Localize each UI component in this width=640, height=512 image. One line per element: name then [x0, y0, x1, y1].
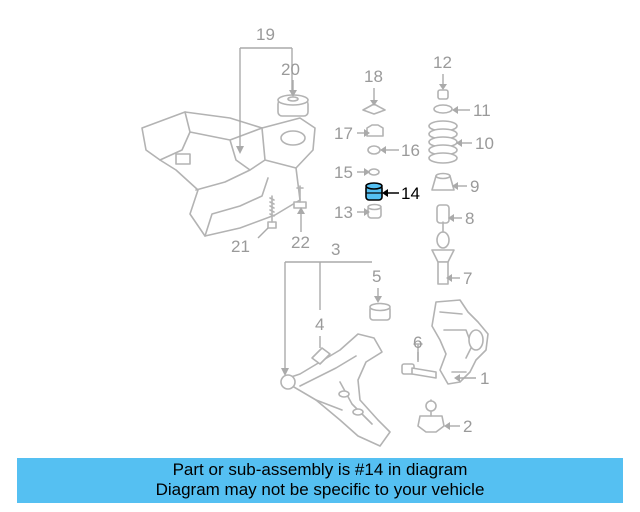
part-label-8: 8 [465, 209, 474, 228]
part-label-1: 1 [480, 369, 489, 388]
banner-line-1: Part or sub-assembly is #14 in diagram [172, 460, 468, 479]
info-banner: Part or sub-assembly is #14 in diagram D… [17, 458, 623, 503]
part-label-13: 13 [334, 203, 353, 222]
part-label-9: 9 [470, 177, 479, 196]
part-label-15: 15 [334, 163, 353, 182]
part-label-22: 22 [291, 233, 310, 252]
part-label-5: 5 [372, 267, 381, 286]
part-label-6: 6 [413, 333, 422, 352]
part-label-2: 2 [463, 417, 472, 436]
part-label-16: 16 [401, 141, 420, 160]
banner-line-2: Diagram may not be specific to your vehi… [155, 480, 485, 499]
part-label-3: 3 [331, 240, 340, 259]
part-label-7: 7 [463, 269, 472, 288]
part-label-4: 4 [315, 315, 324, 334]
part-label-10: 10 [475, 134, 494, 153]
part-label-17: 17 [334, 124, 353, 143]
part-label-12: 12 [433, 53, 452, 72]
strut-spring-drawing [428, 89, 458, 285]
control-arm-drawing [280, 302, 391, 447]
leader-lines [236, 47, 476, 430]
part-label-19: 19 [256, 25, 275, 44]
part-label-20: 20 [281, 60, 300, 79]
part-14-highlighted [365, 182, 383, 201]
part-label-18: 18 [364, 67, 383, 86]
knuckle-drawing [401, 299, 489, 433]
strut-mount-stack-drawing [362, 103, 386, 219]
part-label-21: 21 [231, 237, 250, 256]
part-labels: 19 20 21 22 18 17 16 15 14 13 12 11 10 9… [231, 25, 494, 436]
part-label-14: 14 [401, 184, 420, 203]
subframe-drawing [141, 94, 316, 237]
part-label-11: 11 [473, 101, 491, 120]
